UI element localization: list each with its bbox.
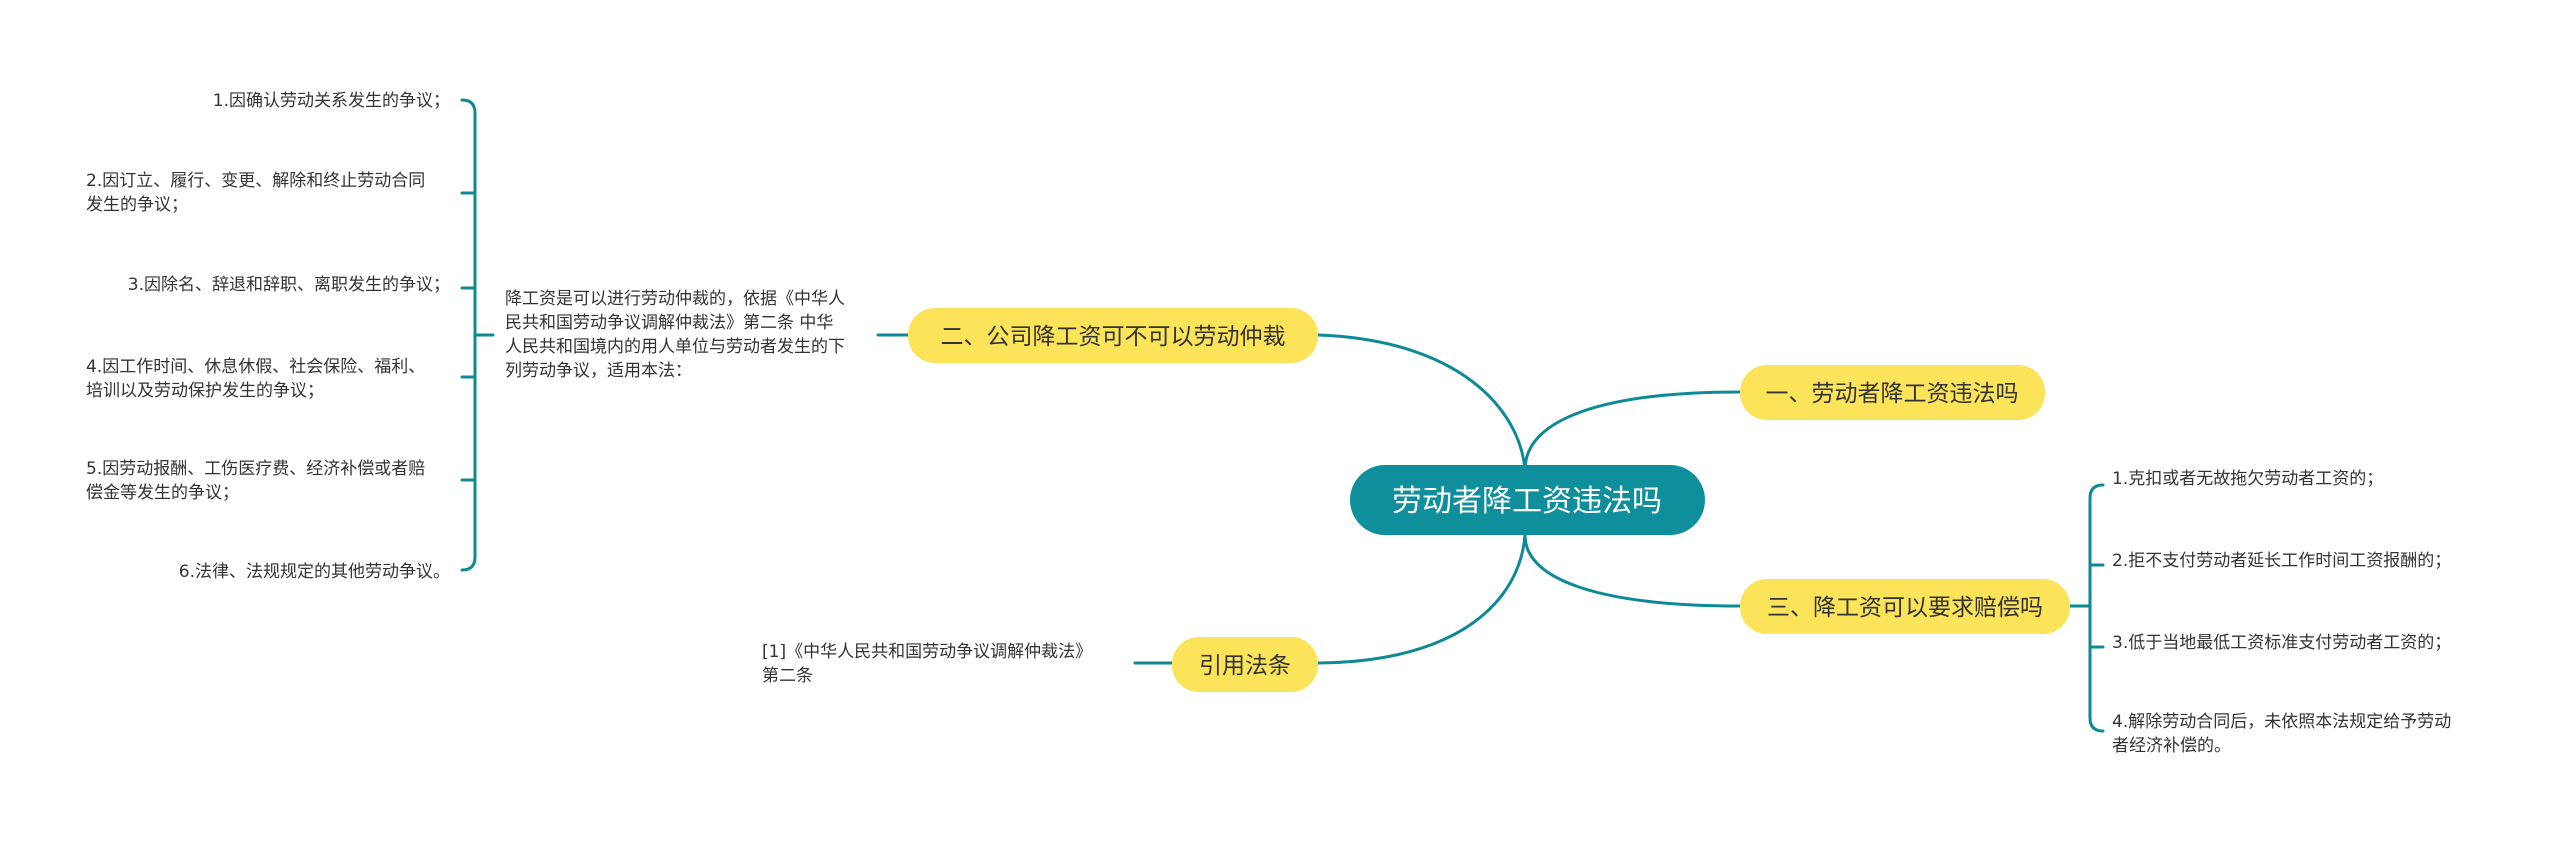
root-node[interactable]: 劳动者降工资违法吗 — [1350, 465, 1705, 535]
leaves-bracket-right — [2088, 483, 2105, 733]
branch-citation[interactable]: 引用法条 — [1172, 637, 1318, 692]
arbitration-description: 降工资是可以进行劳动仲裁的，依据《中华人 民共和国劳动争议调解仲裁法》第二条 中… — [505, 289, 850, 381]
leaf-item: 4.解除劳动合同后，未依照本法规定给予劳动 者经济补偿的。 — [2112, 712, 2457, 756]
connector-root-to-illegal — [1523, 390, 1742, 472]
leaf-item: 4.因工作时间、休息休假、社会保险、福利、 培训以及劳动保护发生的争议； — [86, 357, 431, 401]
branch-illegal[interactable]: 一、劳动者降工资违法吗 — [1740, 365, 2045, 420]
connector-root-to-citation — [1316, 533, 1527, 665]
connector-root-to-compensation — [1523, 533, 1742, 608]
leaf-item: 3.低于当地最低工资标准支付劳动者工资的； — [2112, 633, 2451, 653]
leaf-item: 5.因劳动报酬、工伤医疗费、经济补偿或者赔 偿金等发生的争议； — [86, 459, 431, 503]
leaf-item: 6.法律、法规规定的其他劳动争议。 — [179, 562, 450, 582]
leaves-bracket-left — [460, 98, 477, 572]
branch-compensation-label: 三、降工资可以要求赔偿吗 — [1767, 595, 2043, 621]
branch-illegal-label: 一、劳动者降工资违法吗 — [1766, 381, 2019, 407]
citation-leaf: [1]《中华人民共和国劳动争议调解仲裁法》 第二条 — [762, 642, 1098, 686]
leaf-item: 3.因除名、辞退和辞职、离职发生的争议； — [128, 275, 450, 295]
branch-arbitration[interactable]: 二、公司降工资可不可以劳动仲裁 — [908, 308, 1318, 363]
branch-citation-label: 引用法条 — [1199, 653, 1291, 679]
leaf-item: 1.克扣或者无故拖欠劳动者工资的； — [2112, 469, 2383, 489]
branch-arbitration-label: 二、公司降工资可不可以劳动仲裁 — [941, 324, 1286, 350]
root-label: 劳动者降工资违法吗 — [1392, 484, 1662, 519]
leaf-item: 2.拒不支付劳动者延长工作时间工资报酬的； — [2112, 551, 2451, 571]
leaf-item: 1.因确认劳动关系发生的争议； — [213, 91, 450, 111]
branch-compensation[interactable]: 三、降工资可以要求赔偿吗 — [1740, 579, 2070, 634]
leaf-item: 2.因订立、履行、变更、解除和终止劳动合同 发生的争议； — [86, 171, 431, 215]
connector-root-to-arbitration — [1316, 333, 1527, 472]
